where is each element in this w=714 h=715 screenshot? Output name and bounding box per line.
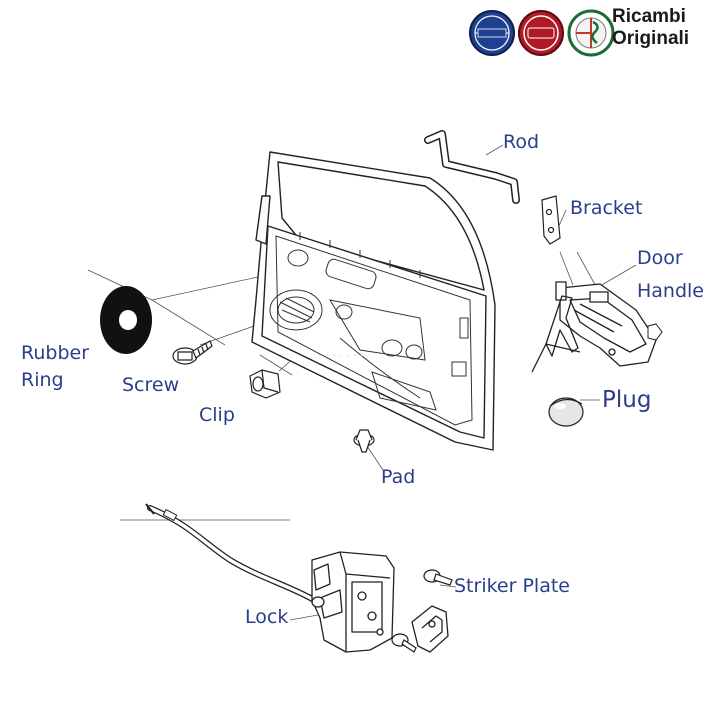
pad-part xyxy=(353,429,375,453)
rubber-ring-part xyxy=(100,286,152,354)
striker-screw-part xyxy=(423,569,453,586)
label-clip: Clip xyxy=(199,404,235,426)
label-door-handle-line1: Door xyxy=(637,247,683,269)
door-panel xyxy=(251,151,496,451)
lock-screw-part xyxy=(391,633,417,653)
label-striker-plate: Striker Plate xyxy=(454,575,570,597)
label-screw: Screw xyxy=(122,374,180,396)
brand-title: Ricambi Originali xyxy=(612,6,689,50)
lock-cable-part xyxy=(145,503,317,603)
lancia-logo xyxy=(469,10,515,56)
brand-line-2: Originali xyxy=(612,28,690,49)
lock-part xyxy=(311,551,395,653)
plug-part xyxy=(548,397,584,427)
label-rubber-ring-line1: Rubber xyxy=(21,342,90,364)
label-lock: Lock xyxy=(245,606,289,628)
fiat-logo xyxy=(518,10,564,56)
label-plug: Plug xyxy=(602,387,652,413)
striker-plate-part xyxy=(411,605,449,653)
label-pad: Pad xyxy=(381,466,416,488)
door-inner-details xyxy=(269,232,473,426)
clip-part xyxy=(249,369,281,399)
rod-part xyxy=(424,130,520,204)
brand-line-1: Ricambi xyxy=(612,6,686,27)
label-door-handle-line2: Handle xyxy=(637,280,705,302)
alfa-romeo-logo xyxy=(567,9,615,57)
door-handle-part xyxy=(531,281,657,373)
label-bracket: Bracket xyxy=(570,197,643,219)
screw-part xyxy=(172,340,213,365)
label-rod: Rod xyxy=(503,131,540,153)
bracket-part xyxy=(541,195,561,245)
watermark: · · · · · · · xyxy=(318,349,364,362)
label-rubber-ring-line2: Ring xyxy=(21,369,64,391)
small-screw-part xyxy=(647,323,663,341)
